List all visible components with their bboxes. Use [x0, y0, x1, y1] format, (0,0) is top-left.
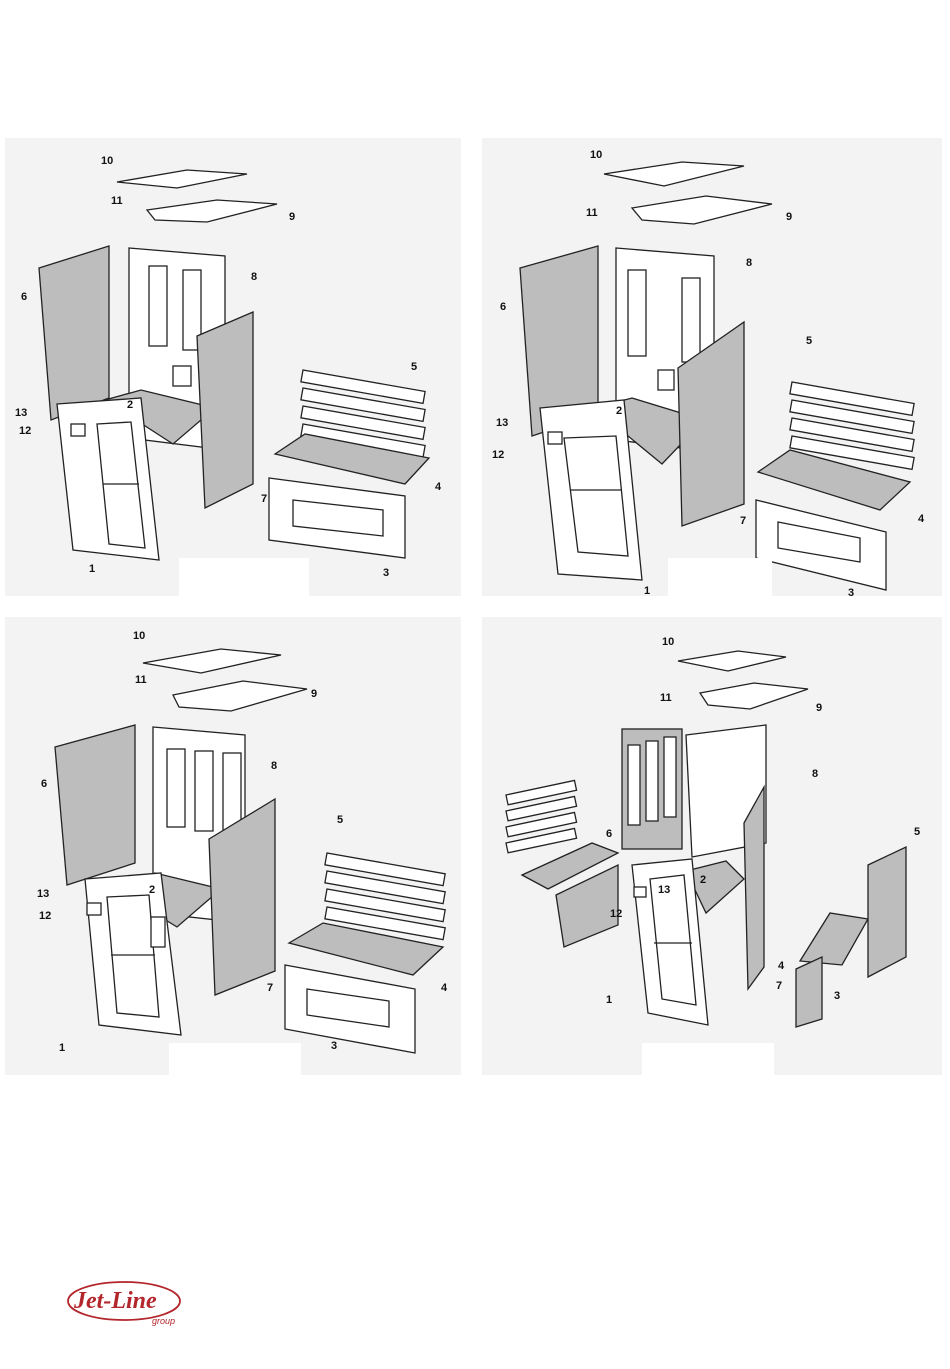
- label: 7: [740, 515, 746, 527]
- label: 12: [610, 908, 622, 920]
- label: 8: [812, 768, 818, 780]
- label: 1: [59, 1042, 65, 1054]
- exploded-view-panel-2: 10 11 9 8 6 5 13 2 12 4 7 3 1: [482, 138, 942, 596]
- exploded-diagram-2: 10 11 9 8 6 5 13 2 12 4 7 3 1: [482, 138, 942, 596]
- blank-caption-box: [642, 1043, 774, 1075]
- label: 8: [271, 760, 277, 772]
- jet-line-logo-mark: Jet-Line group: [64, 1274, 194, 1334]
- label: 1: [89, 563, 95, 575]
- label: 11: [660, 692, 672, 704]
- label: 11: [111, 195, 123, 207]
- label: 4: [778, 960, 785, 972]
- label: 10: [101, 155, 113, 167]
- label: 13: [15, 407, 27, 419]
- label: 7: [267, 982, 273, 994]
- label: 9: [289, 211, 295, 223]
- label: 2: [616, 405, 622, 417]
- label: 8: [251, 271, 257, 283]
- label: 9: [786, 211, 792, 223]
- label: 4: [918, 513, 925, 525]
- label: 10: [133, 630, 145, 642]
- label: 3: [848, 587, 854, 596]
- label: 5: [411, 361, 417, 373]
- blank-caption-box: [179, 558, 309, 596]
- label: 10: [662, 636, 674, 648]
- label: 2: [700, 874, 706, 886]
- label: 6: [500, 301, 506, 313]
- label: 1: [606, 994, 612, 1006]
- label: 2: [127, 399, 133, 411]
- label: 9: [311, 688, 317, 700]
- label: 12: [492, 449, 504, 461]
- logo-sub-text: group: [152, 1316, 175, 1326]
- label: 1: [644, 585, 650, 596]
- label: 3: [331, 1040, 337, 1052]
- label: 9: [816, 702, 822, 714]
- label: 4: [441, 982, 448, 994]
- label: 6: [21, 291, 27, 303]
- label: 3: [383, 567, 389, 579]
- label: 4: [435, 481, 442, 493]
- label: 12: [19, 425, 31, 437]
- logo-brand-text: Jet-Line: [73, 1288, 157, 1314]
- label: 5: [914, 826, 920, 838]
- blank-caption-box: [169, 1043, 301, 1075]
- label: 11: [135, 674, 147, 686]
- label: 5: [337, 814, 343, 826]
- exploded-diagram-3: 10 11 9 8 6 5 13 2 12 4 7 3 1: [5, 617, 461, 1075]
- jet-line-logo: Jet-Line group: [64, 1274, 194, 1334]
- exploded-view-panel-1: 10 11 9 8 6 5 13 12 2 4 7 3 1: [5, 138, 461, 596]
- label: 12: [39, 910, 51, 922]
- label: 8: [746, 257, 752, 269]
- blank-caption-box: [668, 558, 772, 596]
- label: 13: [496, 417, 508, 429]
- exploded-diagram-4: 10 11 9 8 6 13 2 12 5 4 3 1 7: [482, 617, 942, 1075]
- label: 10: [590, 149, 602, 161]
- label: 2: [149, 884, 155, 896]
- label: 6: [41, 778, 47, 790]
- label: 3: [834, 990, 840, 1002]
- exploded-view-panel-3: 10 11 9 8 6 5 13 2 12 4 7 3 1: [5, 617, 461, 1075]
- label: 6: [606, 828, 612, 840]
- label: 7: [261, 493, 267, 505]
- label: 13: [658, 884, 670, 896]
- label: 7: [776, 980, 782, 992]
- exploded-diagram-1: 10 11 9 8 6 5 13 12 2 4 7 3 1: [5, 138, 461, 596]
- label: 13: [37, 888, 49, 900]
- exploded-view-panel-4: 10 11 9 8 6 13 2 12 5 4 3 1 7: [482, 617, 942, 1075]
- label: 11: [586, 207, 598, 219]
- label: 5: [806, 335, 812, 347]
